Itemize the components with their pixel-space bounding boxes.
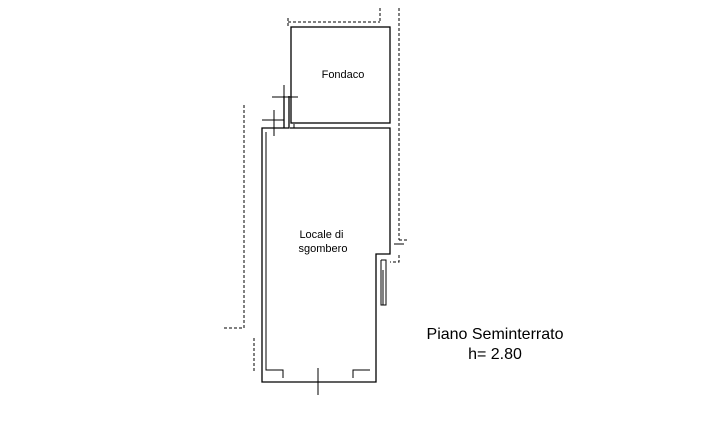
left-boundary [222,105,255,372]
room-fondaco [287,8,391,124]
crosshair-marks [262,85,404,395]
floor-name: Piano Seminterrato [426,326,564,343]
floor-title: Piano Seminterrato h= 2.80 [405,325,585,365]
room-label-locale: Locale di sgombero [299,229,348,255]
right-boundary [390,8,408,263]
room-label-fondaco: Fondaco [322,69,365,81]
floor-height: h= 2.80 [468,346,522,363]
